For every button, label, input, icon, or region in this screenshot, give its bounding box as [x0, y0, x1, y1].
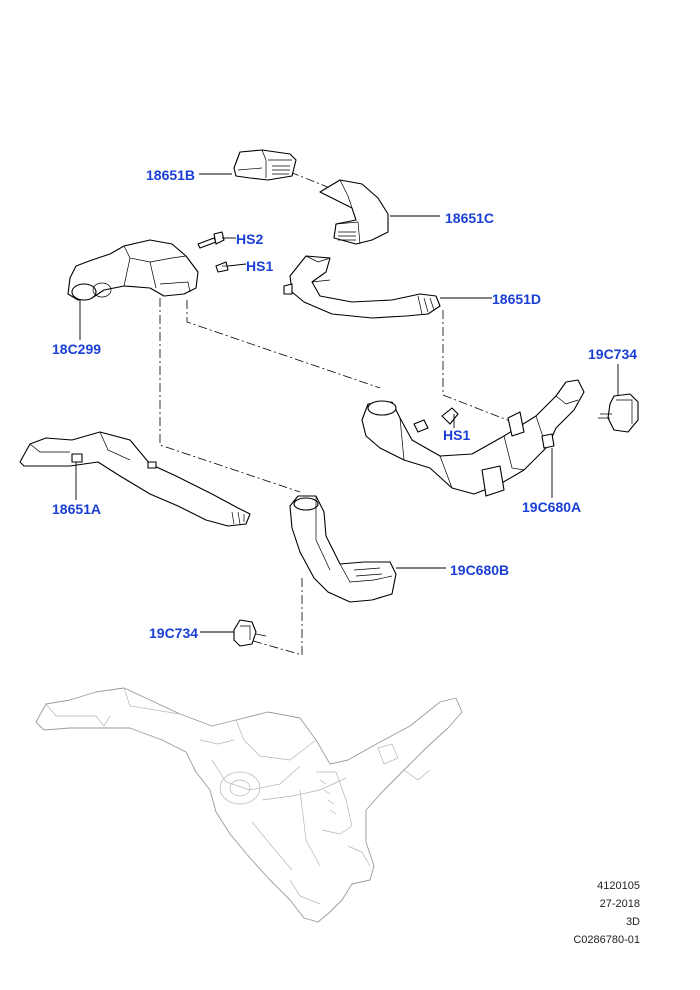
duct-18651b [233, 149, 297, 181]
callout-18651d[interactable]: 18651D [492, 291, 542, 307]
actuator-19c734-right [598, 393, 639, 433]
hvac-assembly-context-view [35, 687, 463, 923]
callout-19c680b[interactable]: 19C680B [450, 562, 510, 578]
duct-18c299 [67, 239, 199, 301]
actuator-19c734-left [233, 619, 267, 647]
reference-drawing-id: C0286780-01 [573, 934, 640, 946]
duct-19c680a [361, 379, 585, 497]
callout-18651b[interactable]: 18651B [146, 167, 196, 183]
screw-hs2 [197, 231, 225, 249]
duct-19c680b [289, 495, 397, 603]
callout-18c299[interactable]: 18C299 [52, 341, 102, 357]
reference-number: 4120105 [597, 880, 640, 892]
duct-18651a [19, 431, 251, 527]
callout-18651c[interactable]: 18651C [445, 210, 495, 226]
callout-18651a[interactable]: 18651A [52, 501, 102, 517]
reference-date-code: 27-2018 [599, 898, 640, 910]
callout-hs2[interactable]: HS2 [236, 231, 264, 247]
reference-view-type: 3D [625, 916, 640, 928]
callout-19c734-right[interactable]: 19C734 [588, 346, 638, 362]
callout-19c734-left[interactable]: 19C734 [149, 625, 199, 641]
duct-18651c [319, 179, 389, 245]
clip-hs1-mid [413, 407, 459, 433]
callout-hs1-top[interactable]: HS1 [246, 258, 274, 274]
screw-hs1-top [215, 261, 229, 273]
duct-18651d [283, 255, 441, 319]
callout-19c680a[interactable]: 19C680A [522, 499, 582, 515]
leader-lines [75, 173, 619, 633]
callout-hs1-mid[interactable]: HS1 [443, 427, 471, 443]
